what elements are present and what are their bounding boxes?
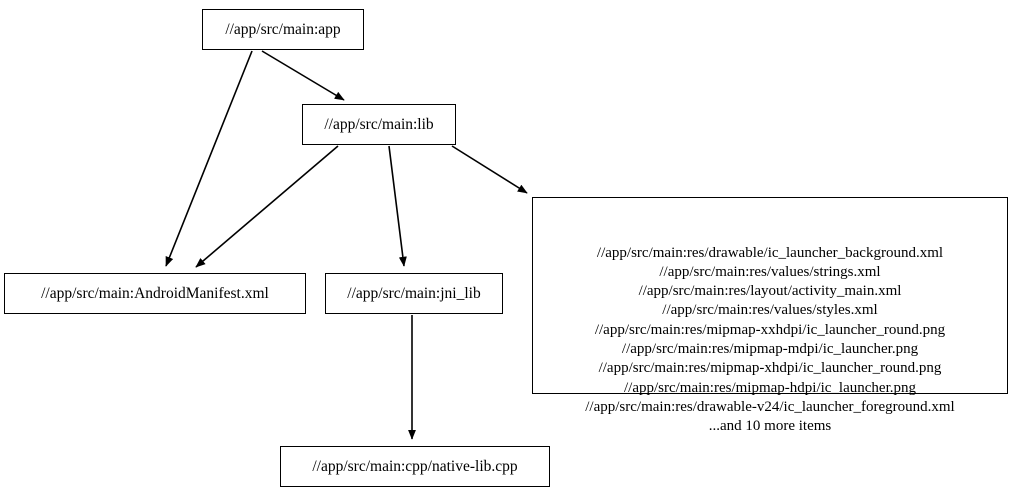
- edge-lib-to-manifest: [195, 145, 339, 268]
- graph-node-app[interactable]: //app/src/main:app: [202, 9, 364, 50]
- edge-app-to-manifest: [165, 50, 253, 267]
- graph-node-res-group[interactable]: //app/src/main:res/drawable/ic_launcher_…: [532, 197, 1008, 434]
- graph-node-jni-lib[interactable]: //app/src/main:jni_lib: [325, 273, 503, 314]
- edge-app-to-lib: [261, 50, 345, 101]
- graph-node-androidmanifest[interactable]: //app/src/main:AndroidManifest.xml: [4, 273, 306, 314]
- graph-node-label: //app/src/main:AndroidManifest.xml: [41, 284, 269, 302]
- graph-node-label: //app/src/main:lib: [324, 115, 434, 133]
- graph-node-label: //app/src/main:res/drawable/ic_launcher_…: [585, 244, 955, 435]
- graph-node-label: //app/src/main:app: [225, 20, 341, 38]
- graph-node-label: //app/src/main:cpp/native-lib.cpp: [312, 457, 518, 475]
- graph-node-label: //app/src/main:jni_lib: [347, 284, 481, 302]
- edge-lib-to-res_group: [451, 145, 528, 194]
- edge-lib-to-jni_lib: [388, 145, 407, 267]
- graph-node-lib[interactable]: //app/src/main:lib: [302, 104, 456, 145]
- graph-node-native-lib-cpp[interactable]: //app/src/main:cpp/native-lib.cpp: [280, 446, 550, 487]
